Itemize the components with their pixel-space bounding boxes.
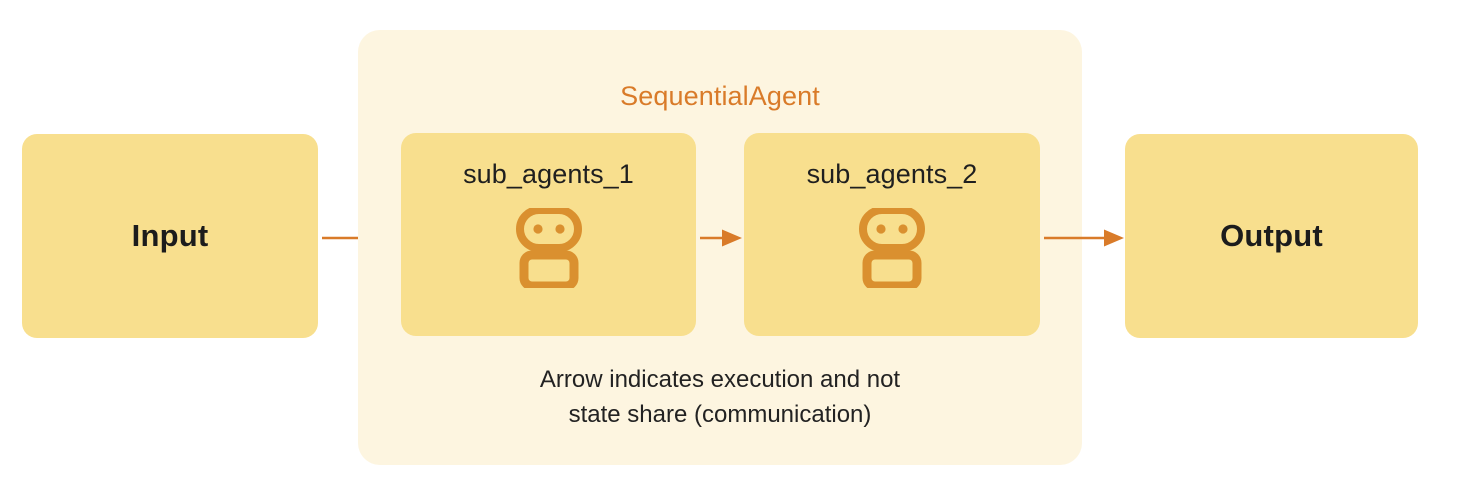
agent-node-sub-agents-1: sub_agents_1 bbox=[401, 133, 696, 336]
arrow-agent-2-to-output bbox=[1044, 226, 1124, 250]
input-node-label: Input bbox=[131, 218, 209, 253]
agent-label-sub-agents-2: sub_agents_2 bbox=[806, 159, 978, 189]
agent-node-sub-agents-2: sub_agents_2 bbox=[744, 133, 1040, 336]
caption-line-1: Arrow indicates execution and not bbox=[539, 366, 901, 393]
sequential-agent-title: SequentialAgent bbox=[620, 81, 820, 111]
diagram-caption: Arrow indicates execution and not state … bbox=[358, 362, 1082, 432]
input-node: Input bbox=[22, 134, 318, 338]
arrow-agent-1-to-agent-2 bbox=[700, 226, 742, 250]
caption-line-2: state share (communication) bbox=[568, 401, 872, 428]
robot-icon bbox=[513, 206, 585, 293]
robot-icon bbox=[856, 206, 928, 293]
agent-label-sub-agents-1: sub_agents_1 bbox=[463, 159, 634, 189]
output-node-label: Output bbox=[1220, 218, 1323, 253]
output-node: Output bbox=[1125, 134, 1418, 338]
